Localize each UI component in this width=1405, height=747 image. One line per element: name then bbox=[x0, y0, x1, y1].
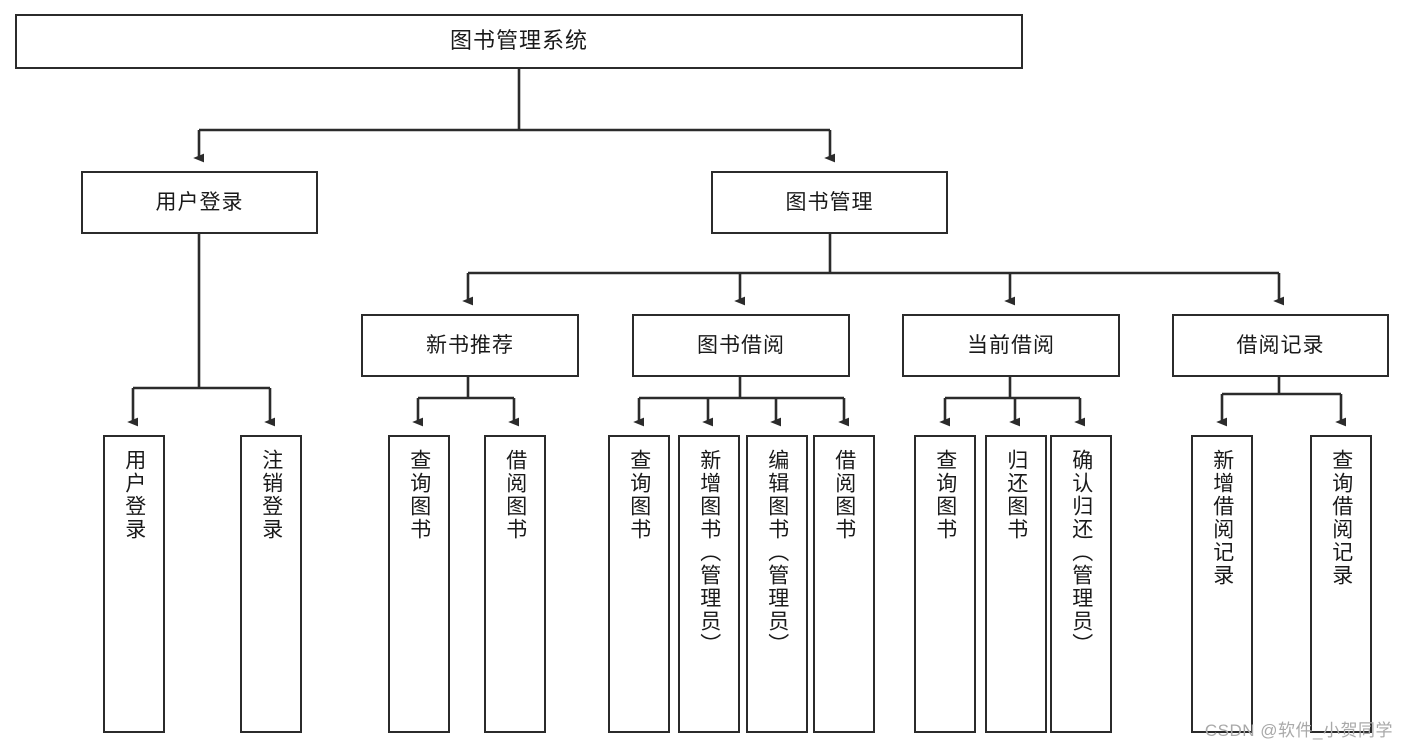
node-label: 图书管理 bbox=[785, 190, 874, 214]
node-label: 当前借阅 bbox=[967, 333, 1055, 357]
leaf-book-borrow-borrow-book[interactable]: 借阅图书 bbox=[813, 435, 875, 733]
leaf-user-login-logout[interactable]: 注销登录 bbox=[240, 435, 302, 733]
node-user-login[interactable]: 用户登录 bbox=[81, 171, 318, 234]
node-label: 新书推荐 bbox=[426, 333, 514, 357]
node-label: 用户登录 bbox=[155, 190, 244, 214]
leaf-borrow-record-add-record[interactable]: 新增借阅记录 bbox=[1191, 435, 1253, 733]
node-label: 借阅图书 bbox=[832, 449, 856, 541]
leaf-borrow-record-query-record[interactable]: 查询借阅记录 bbox=[1310, 435, 1372, 733]
leaf-book-borrow-edit-book[interactable]: 编辑图书（管理员） bbox=[746, 435, 808, 733]
node-label: 查询图书 bbox=[933, 449, 957, 541]
node-label: 确认归还（管理员） bbox=[1069, 449, 1093, 656]
node-book-borrow[interactable]: 图书借阅 bbox=[632, 314, 850, 377]
node-label: 图书借阅 bbox=[697, 333, 785, 357]
node-label: 新增借阅记录 bbox=[1210, 449, 1234, 587]
node-root-book-management-system[interactable]: 图书管理系统 bbox=[15, 14, 1023, 69]
node-label: 查询借阅记录 bbox=[1329, 449, 1353, 587]
leaf-book-borrow-query-book[interactable]: 查询图书 bbox=[608, 435, 670, 733]
node-label: 图书管理系统 bbox=[449, 28, 588, 54]
node-label: 归还图书 bbox=[1004, 449, 1028, 541]
node-current-borrow[interactable]: 当前借阅 bbox=[902, 314, 1120, 377]
node-label: 查询图书 bbox=[407, 449, 431, 541]
node-label: 注销登录 bbox=[259, 449, 283, 541]
node-label: 借阅记录 bbox=[1236, 333, 1325, 357]
node-label: 借阅图书 bbox=[503, 449, 527, 541]
leaf-book-borrow-add-book[interactable]: 新增图书（管理员） bbox=[678, 435, 740, 733]
leaf-current-borrow-query-book[interactable]: 查询图书 bbox=[914, 435, 976, 733]
leaf-current-borrow-confirm-return[interactable]: 确认归还（管理员） bbox=[1050, 435, 1112, 733]
node-borrow-record[interactable]: 借阅记录 bbox=[1172, 314, 1389, 377]
leaf-new-book-query-book[interactable]: 查询图书 bbox=[388, 435, 450, 733]
node-label: 用户登录 bbox=[122, 449, 146, 541]
leaf-new-book-borrow-book[interactable]: 借阅图书 bbox=[484, 435, 546, 733]
leaf-current-borrow-return-book[interactable]: 归还图书 bbox=[985, 435, 1047, 733]
node-label: 查询图书 bbox=[627, 449, 651, 541]
leaf-user-login-login[interactable]: 用户登录 bbox=[103, 435, 165, 733]
node-label: 新增图书（管理员） bbox=[697, 449, 721, 656]
node-label: 编辑图书（管理员） bbox=[765, 449, 789, 656]
node-new-book-recommend[interactable]: 新书推荐 bbox=[361, 314, 579, 377]
node-book-management[interactable]: 图书管理 bbox=[711, 171, 948, 234]
